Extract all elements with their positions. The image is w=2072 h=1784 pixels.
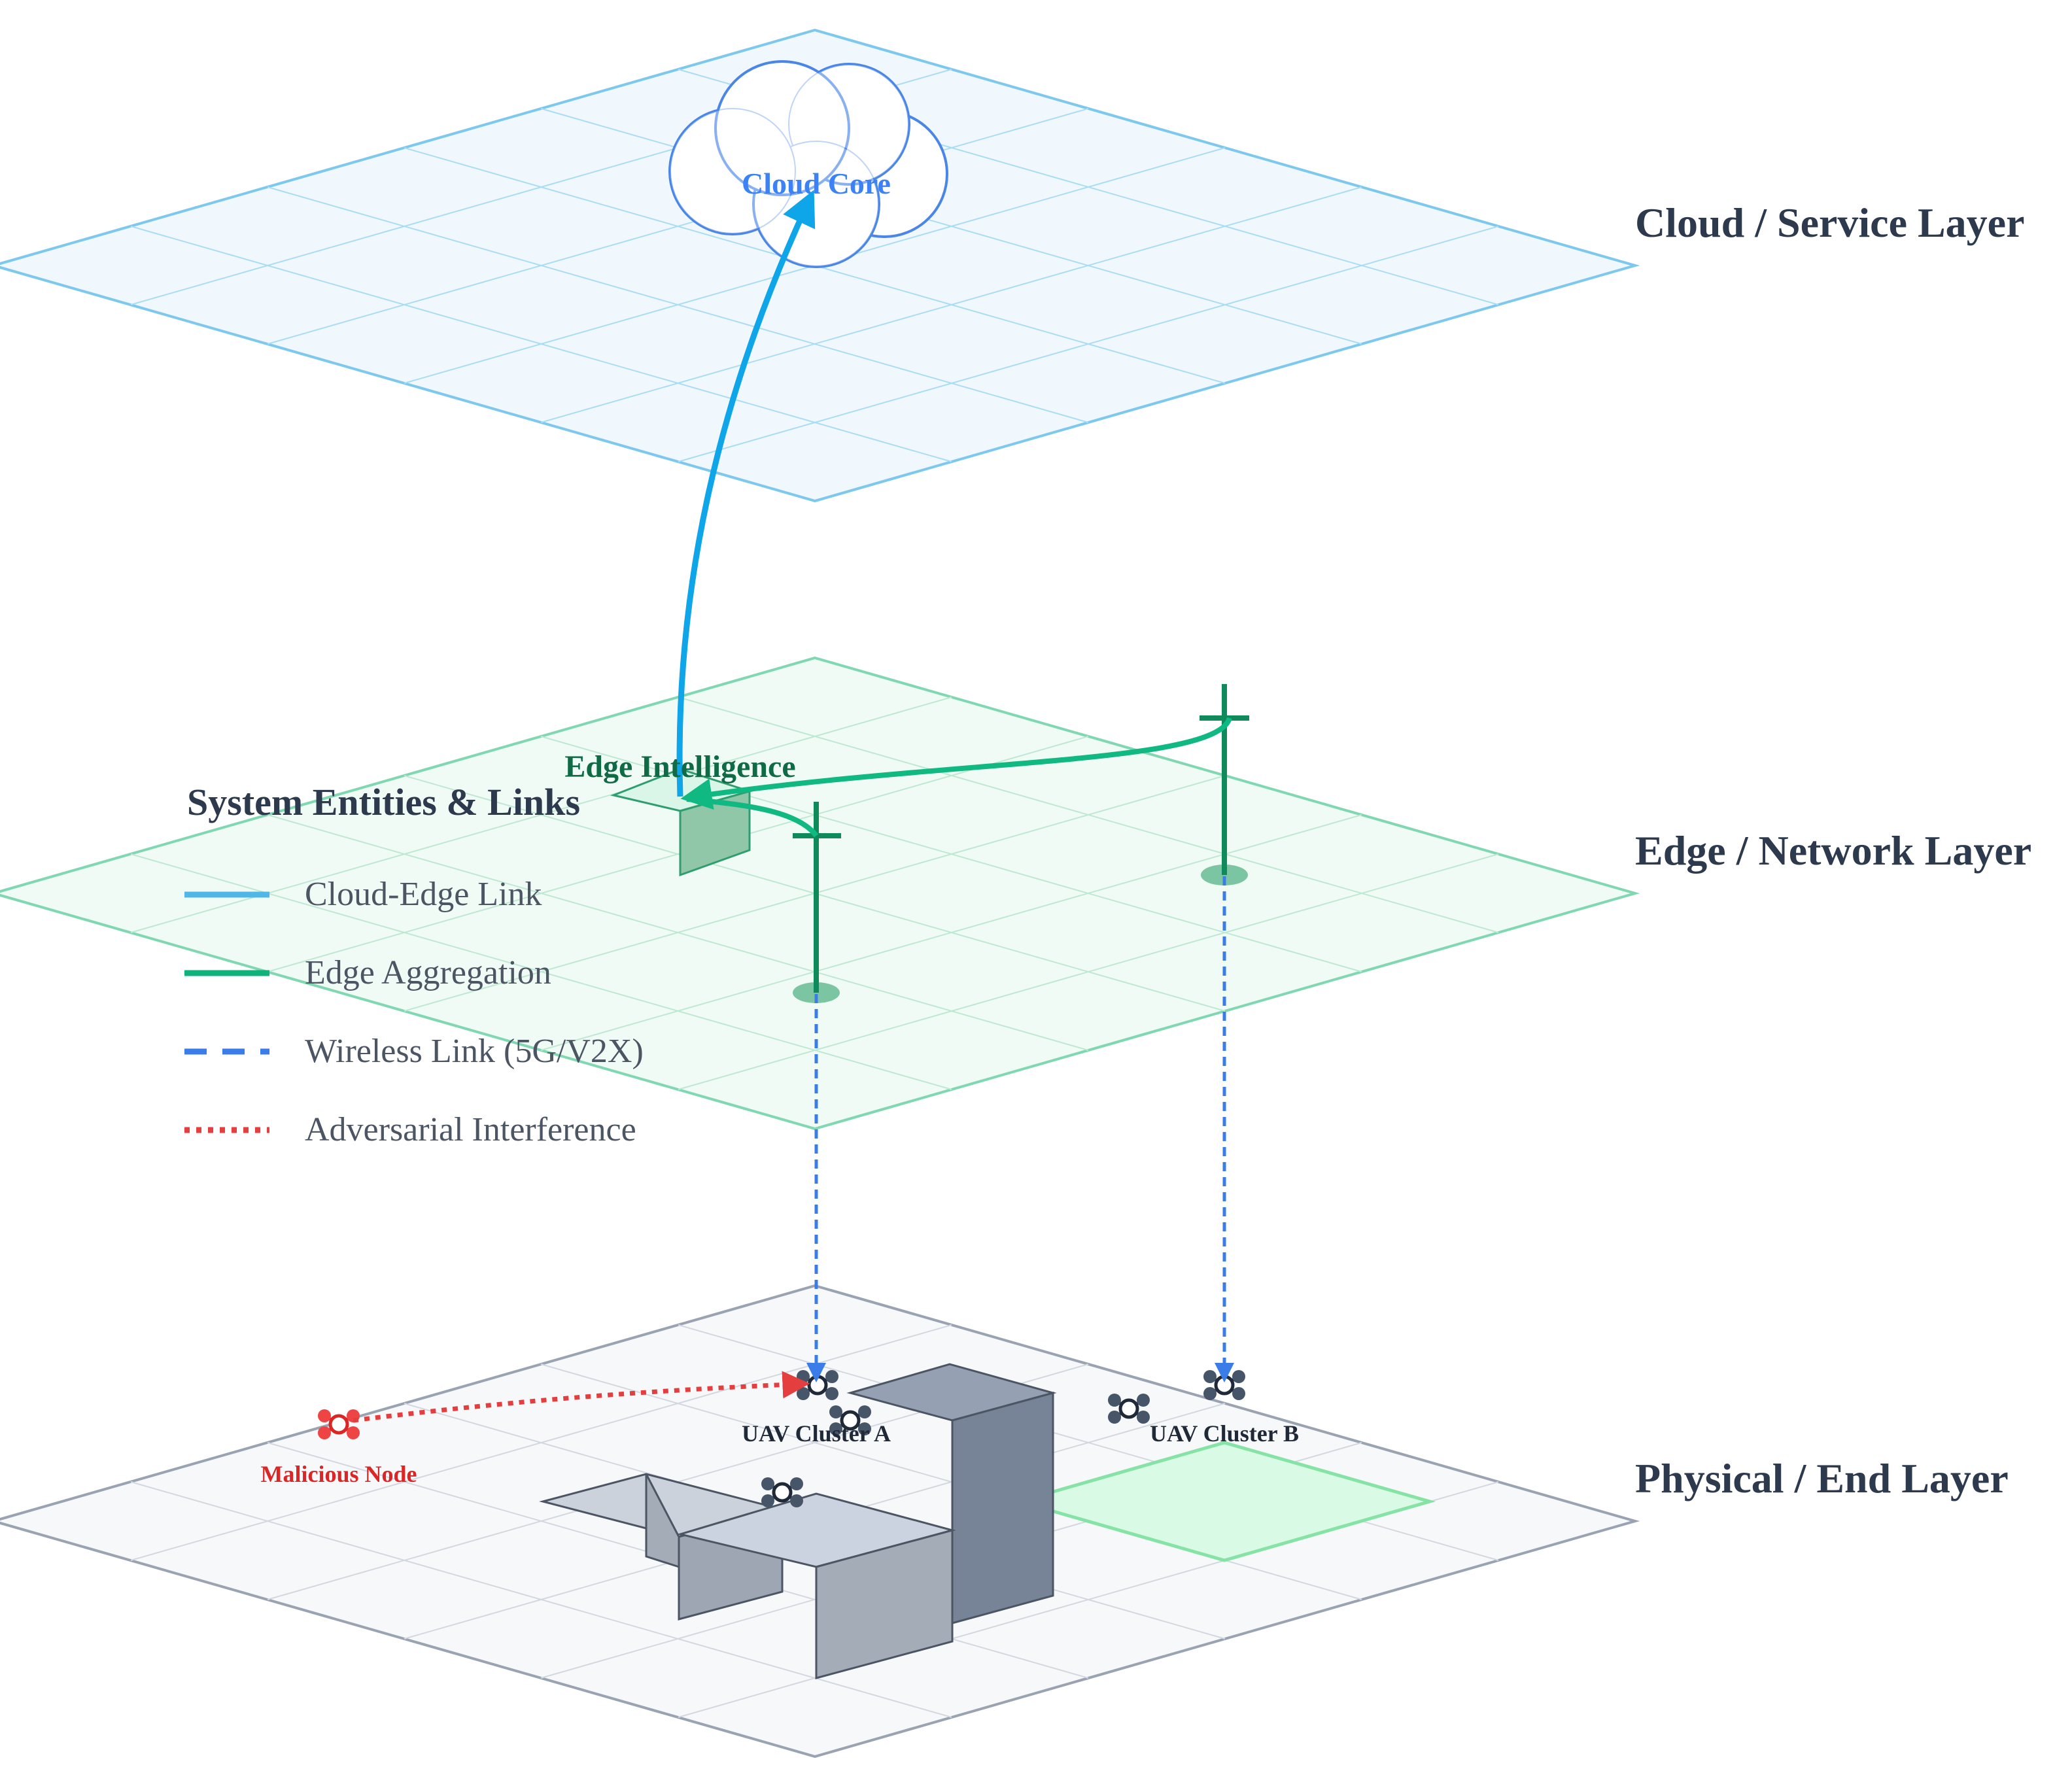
- legend-item-adversarial: Adversarial Interference: [184, 1111, 636, 1148]
- legend-item-cloud-edge: Cloud-Edge Link: [184, 876, 542, 913]
- uav-cluster-b-label: UAV Cluster B: [1150, 1420, 1299, 1447]
- edge-aggregation-link-a: [686, 797, 819, 838]
- safe-zone: [1012, 1441, 1436, 1562]
- base-station-tower-b: [1200, 684, 1249, 885]
- uav-cluster-a-label: UAV Cluster A: [742, 1420, 891, 1447]
- cloud-layer-title: Cloud / Service Layer: [1635, 199, 2024, 246]
- legend-label-edge-aggregation: Edge Aggregation: [305, 954, 551, 991]
- legend-label-wireless: Wireless Link (5G/V2X): [305, 1033, 644, 1070]
- cloud-core-icon: [668, 60, 948, 268]
- edge-layer-title: Edge / Network Layer: [1635, 827, 2031, 874]
- legend: System Entities & Links Cloud-Edge Link …: [184, 781, 644, 1148]
- physical-layer-title: Physical / End Layer: [1635, 1455, 2009, 1501]
- legend-title: System Entities & Links: [187, 781, 580, 823]
- building-tall: [846, 1363, 1057, 1624]
- legend-item-edge-aggregation: Edge Aggregation: [184, 954, 551, 991]
- edge-aggregation-link-b: [680, 717, 1232, 810]
- adversarial-interference-link: [353, 1371, 810, 1423]
- malicious-node-label: Malicious Node: [261, 1461, 417, 1487]
- cloud-edge-link: [676, 190, 816, 797]
- legend-label-adversarial: Adversarial Interference: [305, 1111, 636, 1148]
- building-medium: [676, 1492, 956, 1679]
- legend-label-cloud-edge: Cloud-Edge Link: [305, 876, 542, 913]
- legend-item-wireless: Wireless Link (5G/V2X): [184, 1033, 644, 1070]
- edge-intelligence-label: Edge Intelligence: [564, 749, 795, 784]
- cloud-core-label: Cloud Core: [742, 167, 891, 200]
